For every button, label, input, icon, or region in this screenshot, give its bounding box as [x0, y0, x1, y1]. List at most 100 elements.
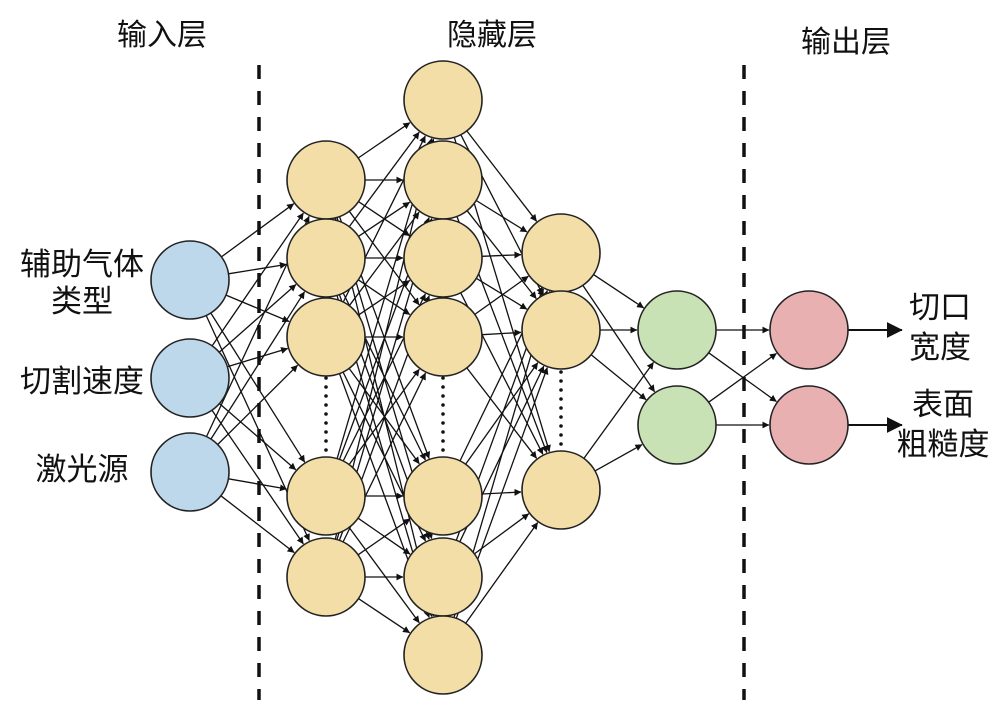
input-label-gas-type: 辅助气体 类型 — [20, 247, 144, 320]
hidden2-neuron — [403, 297, 483, 377]
ellipsis-dot — [559, 406, 563, 410]
ellipsis-dot — [559, 388, 563, 392]
connection-arrow — [481, 329, 522, 337]
ellipsis-dots — [324, 370, 563, 452]
output-label-line: 表面 — [912, 387, 974, 423]
output-label-line: 粗糙度 — [897, 427, 990, 463]
connection-arrow — [228, 478, 287, 492]
hidden2-neuron — [403, 218, 483, 298]
ellipsis-dot — [441, 430, 445, 434]
connection-arrow — [593, 274, 645, 309]
input-neuron — [150, 338, 230, 418]
ellipsis-dot — [441, 394, 445, 398]
section-title-hidden: 隐藏层 — [447, 18, 537, 53]
output-label-line: 宽度 — [909, 330, 971, 366]
connection-arrow — [357, 122, 411, 159]
ellipsis-dot — [441, 421, 445, 425]
ellipsis-dot — [324, 403, 328, 407]
hidden2-neuron — [403, 456, 483, 536]
connection-arrow — [348, 211, 420, 307]
connection-arrow — [357, 518, 411, 556]
connection-arrow — [217, 364, 299, 445]
input-label-laser-source: 激光源 — [36, 452, 129, 488]
output-label-line: 切口 — [909, 290, 971, 326]
input-label-line: 辅助气体 — [20, 247, 144, 283]
hidden3-neuron — [521, 213, 601, 293]
connection-arrow — [228, 262, 287, 275]
hidden1-neuron — [286, 218, 366, 298]
output-neuron — [769, 385, 849, 465]
ellipsis-dot — [324, 448, 328, 452]
connection-arrow — [221, 203, 295, 258]
connection-arrow — [210, 291, 306, 440]
connection-arrow — [225, 294, 290, 323]
hidden4-neuron — [637, 290, 717, 370]
ellipsis-dot — [324, 376, 328, 380]
connection-arrow — [590, 354, 647, 401]
hidden2-neuron — [403, 60, 483, 140]
connection-arrow — [466, 210, 537, 300]
ellipsis-dot — [441, 385, 445, 389]
hidden2-neuron — [403, 140, 483, 220]
hidden1-neuron — [286, 456, 366, 536]
ellipsis-dot — [324, 385, 328, 389]
connection-arrow — [594, 444, 643, 472]
hidden3-neuron — [521, 290, 601, 370]
connection-arrow — [220, 495, 295, 554]
connection-arrow — [475, 199, 528, 233]
hidden1-neuron — [286, 297, 366, 377]
connection-arrow — [348, 131, 420, 228]
connection-arrow — [218, 284, 297, 353]
connection-arrow — [582, 284, 656, 393]
input-label-cutting-speed: 切割速度 — [20, 364, 144, 400]
input-neuron — [150, 240, 230, 320]
connection-arrow — [358, 598, 411, 634]
ellipsis-dot — [324, 439, 328, 443]
connection-arrow — [211, 409, 304, 545]
ellipsis-dot — [559, 370, 563, 374]
hidden3-neuron — [521, 450, 601, 530]
hidden4-neuron — [637, 385, 717, 465]
ellipsis-dot — [324, 430, 328, 434]
section-title-output: 输出层 — [801, 25, 891, 60]
neurons — [150, 60, 849, 695]
ellipsis-dot — [559, 442, 563, 446]
output-label-surface-roughness: 表面 粗糙度 — [897, 387, 990, 463]
connection-arrow — [583, 362, 655, 459]
ellipsis-dot — [559, 433, 563, 437]
ellipsis-dot — [559, 424, 563, 428]
hidden2-neuron — [403, 537, 483, 617]
ellipsis-dot — [441, 448, 445, 452]
connection-arrow — [474, 275, 529, 315]
hidden1-neuron — [286, 537, 366, 617]
connection-arrow — [481, 251, 522, 259]
ellipsis-dot — [324, 412, 328, 416]
connection-arrow — [219, 403, 297, 471]
ellipsis-dot — [559, 415, 563, 419]
input-neuron — [150, 432, 230, 512]
connection-arrow — [348, 527, 420, 624]
connection-arrow — [465, 522, 539, 624]
output-neuron — [769, 290, 849, 370]
connection-arrow — [211, 212, 304, 347]
section-title-input: 输入层 — [117, 18, 207, 53]
ellipsis-dot — [441, 439, 445, 443]
ellipsis-dot — [559, 397, 563, 401]
ellipsis-dot — [441, 376, 445, 380]
ellipsis-dot — [324, 421, 328, 425]
connection-arrow — [475, 277, 528, 310]
connection-arrow — [708, 352, 777, 403]
connection-arrow — [474, 513, 530, 555]
output-label-kerf-width: 切口 宽度 — [909, 290, 971, 366]
connection-arrow — [465, 362, 539, 465]
connection-arrow — [466, 130, 538, 222]
ellipsis-dot — [441, 412, 445, 416]
ellipsis-dot — [559, 379, 563, 383]
ellipsis-dot — [324, 394, 328, 398]
connection-arrow — [227, 347, 289, 368]
connection-arrow — [210, 312, 306, 463]
ellipsis-dot — [441, 403, 445, 407]
hidden2-neuron — [403, 615, 483, 695]
